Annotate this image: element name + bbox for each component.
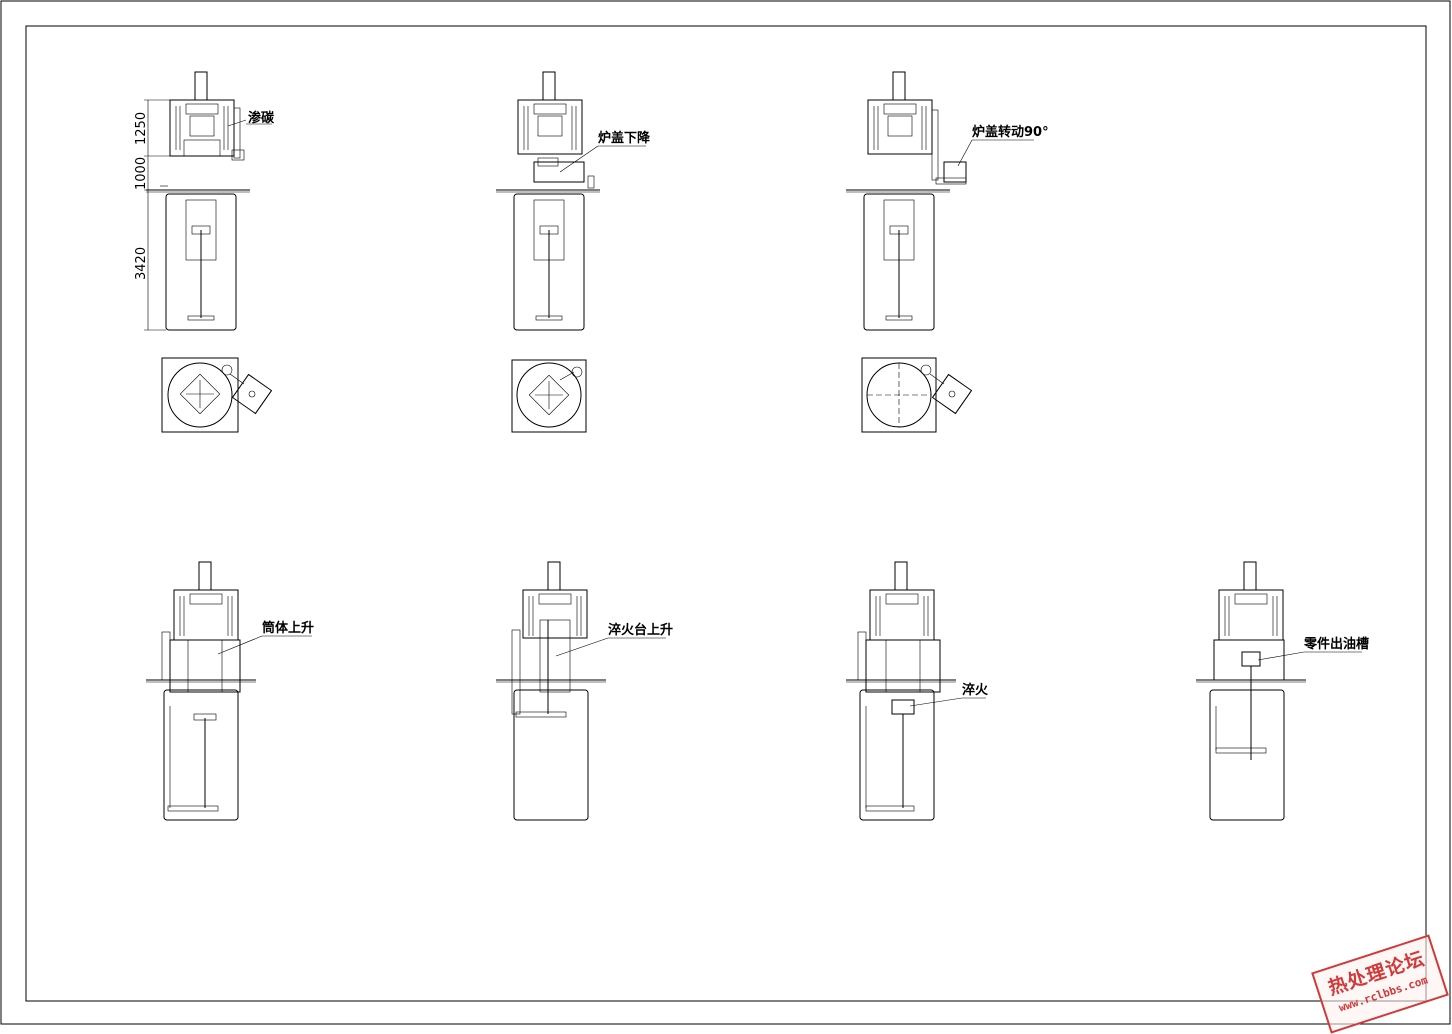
furnace-elevation-4 bbox=[146, 561, 312, 821]
furnace-elevation-6 bbox=[846, 561, 986, 821]
label-carburize: 渗碳 bbox=[248, 110, 275, 126]
label-cylinder-rise: 筒体上升 bbox=[262, 620, 314, 636]
furnace-elevation-1 bbox=[144, 71, 273, 433]
furnace-elevation-2 bbox=[496, 71, 646, 433]
dim-3420: 3420 bbox=[134, 247, 149, 280]
label-parts-out-of-oil-tank: 零件出油槽 bbox=[1303, 636, 1369, 652]
furnace-elevation-7 bbox=[1196, 561, 1362, 821]
furnace-elevation-3 bbox=[846, 71, 1034, 433]
dim-1000: 1000 bbox=[134, 157, 149, 190]
furnace-elevation-5 bbox=[496, 561, 666, 821]
inner-frame bbox=[25, 25, 1427, 1002]
label-lid-rotate: 炉盖转动90° bbox=[972, 124, 1049, 140]
label-quench: 淬火 bbox=[962, 682, 989, 698]
label-quench-table-rise: 淬火台上升 bbox=[608, 622, 673, 638]
dim-1250: 1250 bbox=[134, 112, 149, 145]
label-lid-lower: 炉盖下降 bbox=[598, 130, 651, 146]
